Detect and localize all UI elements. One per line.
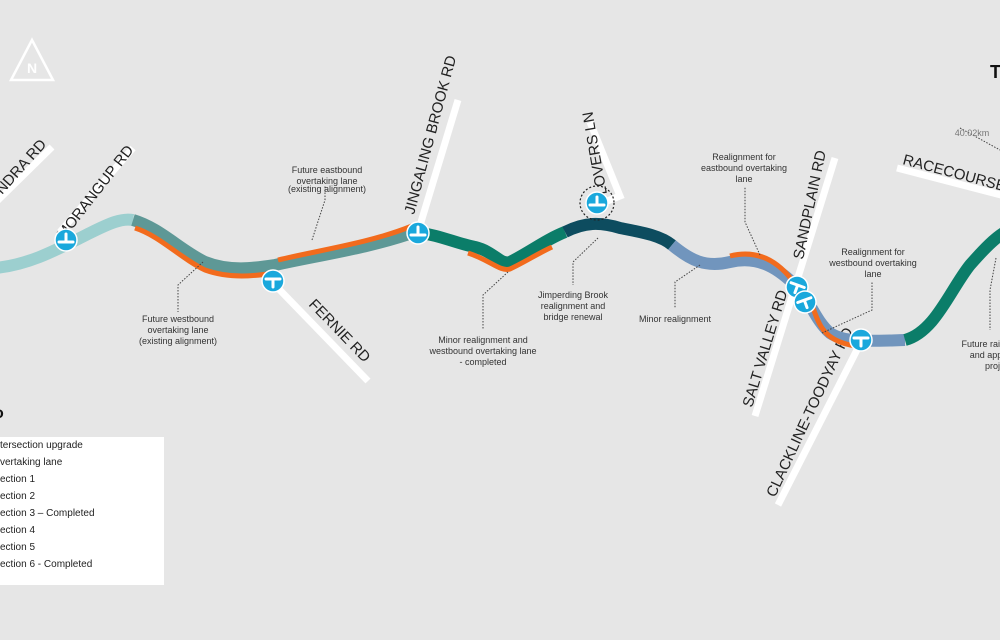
route-section-dark-teal: [562, 217, 676, 250]
leader-line: [744, 187, 761, 256]
overtaking-lane: [729, 251, 794, 282]
svg-text:and appro: and appro: [970, 350, 1000, 360]
svg-text:Minor realignment and: Minor realignment and: [438, 335, 528, 345]
annotation-realignment-eastbound: Realignment for eastbound overtaking lan…: [701, 152, 787, 184]
intersection-upgrade-icon: [849, 328, 873, 352]
svg-text:lane: lane: [864, 269, 881, 279]
annotation-future-railway: Future railw and appro proje: [961, 339, 1000, 371]
svg-text:Realignment for: Realignment for: [841, 247, 905, 257]
svg-text:- completed: - completed: [459, 357, 506, 367]
route-section-grey-teal: [131, 214, 418, 275]
legend: tersection upgrade vertaking lane ection…: [0, 437, 164, 585]
legend-item-section-1: ection 1: [0, 474, 36, 485]
intersection-upgrade-icon: [54, 228, 78, 252]
fernie-road: [272, 282, 371, 384]
leader-line: [482, 271, 509, 330]
svg-text:Realignment for: Realignment for: [712, 152, 776, 162]
svg-text:realignment and: realignment and: [541, 301, 606, 311]
legend-item-section-5: ection 5: [0, 542, 36, 553]
leader-line: [821, 282, 873, 334]
svg-text:overtaking lane: overtaking lane: [147, 325, 208, 335]
overtaking-lane: [277, 223, 413, 263]
overtaking-lane: [134, 225, 276, 279]
clackline-toodyay-road: [774, 338, 866, 507]
leader-line: [674, 264, 701, 308]
annotation-future-westbound: Future westbound overtaking lane (existi…: [139, 314, 217, 346]
jingaling-brook-road: [414, 98, 462, 234]
andra-road: [0, 144, 55, 203]
legend-item-section-3: ection 3 – Completed: [0, 508, 95, 519]
highlight-circle: [579, 185, 615, 221]
distance-label: 40.02km: [955, 128, 990, 138]
svg-text:Future eastbound: Future eastbound: [292, 165, 363, 175]
annotation-jimperding-brook: Jimperding Brook realignment and bridge …: [538, 290, 609, 322]
annotation-minor-realignment: Minor realignment: [639, 314, 712, 324]
svg-text:westbound overtaking: westbound overtaking: [828, 258, 917, 268]
north-arrow: N: [8, 37, 56, 82]
leader-line: [989, 257, 997, 330]
legend-item-overtaking-lane: vertaking lane: [0, 457, 63, 468]
north-label: N: [27, 60, 37, 76]
annotation-minor-realignment-completed: Minor realignment and westbound overtaki…: [428, 335, 536, 367]
intersection-upgrade-icon: [585, 191, 609, 215]
intersection-upgrade-icon: [261, 269, 285, 293]
morangup-road: [57, 145, 136, 235]
leader-line: [572, 237, 599, 285]
svg-text:lane: lane: [735, 174, 752, 184]
svg-text:eastbound overtaking: eastbound overtaking: [701, 163, 787, 173]
road-label-andra: NDRA RD: [0, 136, 50, 198]
overtaking-lane: [467, 244, 554, 272]
legend-heading: o: [0, 405, 4, 423]
intersection-upgrade-icon: [406, 221, 430, 245]
legend-item-section-2: ection 2: [0, 491, 36, 502]
north-arrow-icon: [8, 37, 56, 82]
leader-line: [177, 261, 204, 312]
legend-item-intersection-upgrade: tersection upgrade: [0, 440, 83, 451]
svg-text:Future railw: Future railw: [961, 339, 1000, 349]
annotation-realignment-westbound: Realignment for westbound overtaking lan…: [828, 247, 917, 279]
route-section-light-teal: [0, 213, 135, 274]
svg-text:(existing alignment): (existing alignment): [139, 336, 217, 346]
legend-item-section-4: ection 4: [0, 525, 36, 536]
legend-item-section-6: ection 6 - Completed: [0, 559, 93, 570]
svg-text:overtaking lane: overtaking lane: [296, 176, 357, 186]
svg-text:Future westbound: Future westbound: [142, 314, 214, 324]
route-section-green: [414, 226, 568, 269]
svg-text:Jimperding Brook: Jimperding Brook: [538, 290, 609, 300]
intersection-upgrade-icon: [793, 290, 817, 314]
route-section-green: [902, 228, 1000, 346]
racecourse-road: [896, 164, 1000, 199]
annotation-future-eastbound: Future eastbound overtaking lane (existi…: [288, 165, 366, 194]
svg-text:proje: proje: [985, 361, 1000, 371]
svg-text:westbound overtaking lane: westbound overtaking lane: [428, 346, 536, 356]
town-label: T: [990, 62, 1000, 82]
svg-text:Minor realignment: Minor realignment: [639, 314, 712, 324]
svg-text:bridge renewal: bridge renewal: [543, 312, 602, 322]
leader-line: [311, 185, 326, 241]
svg-text:(existing alignment): (existing alignment): [288, 184, 366, 194]
